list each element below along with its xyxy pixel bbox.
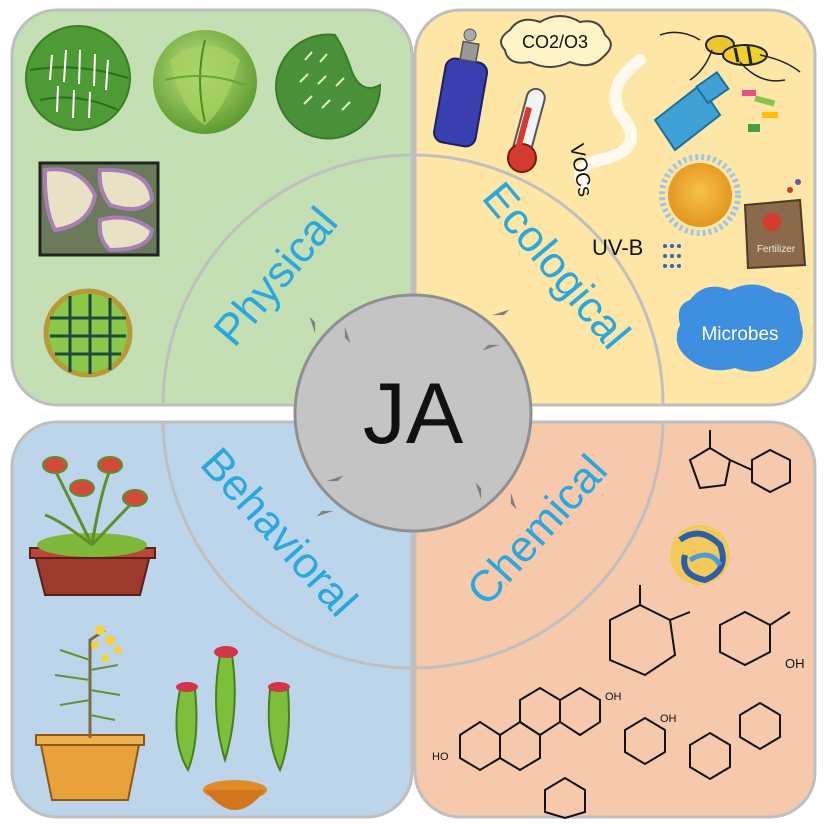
vocs-plume-icon — [574, 54, 646, 191]
pyranone-structure-icon — [719, 610, 791, 667]
hairy-leaf-icon — [25, 25, 131, 131]
fertilizer-bag-icon: Fertilizer — [743, 179, 807, 270]
outer-ring — [161, 153, 665, 670]
chemical-oh-label-1: OH — [785, 656, 805, 671]
venus-flytrap-icon — [29, 456, 156, 596]
chemical-oh-label-3: HO — [432, 751, 449, 763]
thermometer-icon — [507, 87, 546, 173]
microbes-cloud-icon: Microbes — [676, 284, 803, 372]
microbes-label: Microbes — [701, 324, 778, 345]
uvb-icon: UV-B — [592, 235, 681, 268]
spray-bottle-icon — [653, 70, 778, 152]
cabbage-icon — [153, 30, 257, 134]
nicotine-structure-icon — [688, 430, 791, 494]
chemical-oh-label-2: OH — [605, 691, 622, 703]
gas-cylinder-icon — [433, 28, 489, 148]
gas-cloud-icon: CO2/O3 — [500, 15, 612, 68]
spiny-leaf-icon — [275, 33, 382, 140]
cell-mesh-icon — [43, 288, 133, 378]
ja-center-label: JA — [363, 366, 464, 462]
chemical-quadrant — [413, 420, 817, 819]
terpene-structure-icon — [609, 585, 691, 677]
pitcher-plant-icon — [175, 646, 290, 810]
wasp-icon — [659, 31, 801, 82]
triterpenoid-structure-icon — [459, 686, 601, 772]
behavioral-quadrant — [10, 420, 414, 819]
uvb-label: UV-B — [592, 235, 643, 260]
ja-center-circle — [293, 293, 533, 533]
mimosa-plant-icon — [35, 625, 145, 801]
protein-structure-icon — [670, 525, 730, 585]
fertilizer-label: Fertilizer — [757, 244, 796, 255]
ergot-alkaloid-structure-icon — [544, 701, 781, 820]
gas-cloud-label: CO2/O3 — [522, 32, 588, 52]
sun-icon — [659, 154, 741, 236]
chemical-oh-label-4: OH — [660, 713, 677, 725]
cell-wall-icon — [38, 161, 160, 257]
